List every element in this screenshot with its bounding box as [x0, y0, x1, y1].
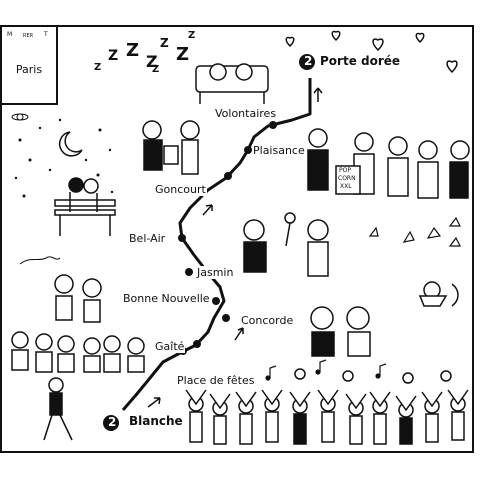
snore-z: Z	[160, 36, 169, 50]
popcorn-sign-line-2: CORN	[338, 175, 356, 182]
snore-z: Z	[176, 44, 190, 65]
line-number-start: 2	[108, 415, 117, 429]
snore-z: Z	[108, 48, 119, 64]
popcorn-box-icon	[335, 165, 361, 195]
arrow-icon	[234, 327, 244, 341]
line-badge-end	[299, 54, 315, 70]
person-icon	[68, 177, 84, 193]
metro-line-2	[121, 78, 312, 411]
night-sky	[11, 113, 114, 198]
metro-sign: Paris	[2, 27, 58, 105]
heart-icon	[285, 36, 295, 48]
line-badge-start	[103, 415, 119, 431]
station-dot	[185, 268, 193, 276]
station-dot	[269, 121, 277, 129]
snore-z: Z	[94, 62, 102, 73]
balloon-icon	[402, 372, 414, 384]
star-icons	[14, 118, 114, 198]
cupid-icon	[418, 281, 459, 307]
station-label-bonne-nouvelle: Bonne Nouvelle	[122, 292, 211, 305]
book-icon	[163, 145, 179, 165]
station-dot	[178, 234, 186, 242]
sleeping-couple	[195, 63, 269, 104]
snore-z: Z	[188, 30, 196, 41]
concorde-couple	[310, 306, 371, 357]
city-skyline-sketch	[19, 256, 61, 265]
arrow-icon	[147, 397, 161, 408]
station-label-jasmin: Jasmin	[196, 266, 235, 279]
balloon-icon	[294, 368, 306, 380]
station-label-plaisance: Plaisance	[252, 144, 306, 157]
arrow-icon	[202, 204, 213, 216]
bench-icon	[54, 199, 116, 207]
snore-z: Z	[152, 64, 160, 75]
station-dot	[212, 297, 220, 305]
station-label-place-de-fetes: Place de fêtes	[176, 374, 256, 387]
station-label-porte-doree: Porte dorée	[319, 54, 402, 68]
snore-z: Z	[126, 40, 140, 61]
party-crowd	[185, 368, 469, 445]
arrow-icon	[313, 87, 323, 102]
heart-icon	[331, 30, 341, 42]
station-label-goncourt: Goncourt	[154, 183, 207, 196]
station-label-bel-air: Bel-Air	[128, 232, 167, 245]
walking-person	[43, 377, 73, 441]
metro-city-label: Paris	[2, 63, 56, 76]
heart-icon	[446, 60, 458, 74]
person-icon	[83, 178, 99, 194]
jasmine-flowers	[368, 216, 461, 247]
popcorn-sign-line-1: POP	[339, 167, 351, 174]
station-label-gaite: Gaîté	[154, 340, 186, 353]
station-dot	[222, 314, 230, 322]
line-number-end: 2	[304, 54, 313, 68]
cinema-audience	[307, 128, 470, 199]
crowd-gaite	[11, 331, 145, 373]
bed-icon	[195, 65, 269, 93]
flower-couple	[243, 212, 329, 277]
kissing-couple	[54, 274, 102, 323]
station-label-blanche: Blanche	[128, 414, 184, 428]
balloon-icon	[440, 370, 452, 382]
moon-icon	[58, 131, 83, 157]
music-notes	[265, 359, 387, 381]
heart-icon	[415, 32, 425, 44]
popcorn-sign-line-3: XXL	[340, 183, 352, 190]
map-frame	[0, 25, 474, 453]
tram-icon-label: T	[44, 31, 48, 38]
station-dot	[224, 172, 232, 180]
rer-icon-label: RER	[23, 33, 34, 39]
direction-arrows	[147, 87, 323, 408]
station-dot	[193, 340, 201, 348]
station-dot	[244, 146, 252, 154]
flower-icon	[284, 212, 296, 224]
station-label-volontaires: Volontaires	[214, 107, 278, 120]
metro-icon-label: M	[7, 31, 13, 38]
floating-hearts	[285, 30, 458, 74]
reading-couple	[142, 120, 200, 175]
heart-icon	[372, 38, 384, 52]
station-label-concorde: Concorde	[240, 314, 295, 327]
bench-couple-scene	[54, 177, 116, 236]
balloon-icon	[342, 370, 354, 382]
person-icon	[82, 278, 102, 298]
person-icon	[54, 274, 74, 294]
snore-z: Z	[146, 52, 158, 71]
